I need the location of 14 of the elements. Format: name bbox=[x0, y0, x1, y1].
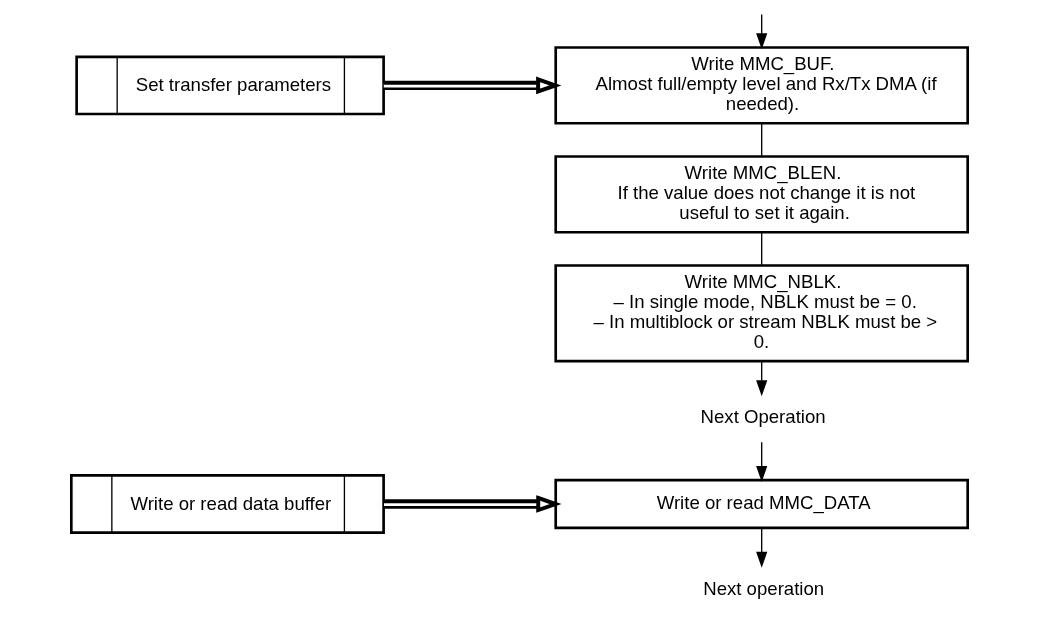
arrow bbox=[383, 76, 562, 95]
arrow bbox=[756, 360, 768, 397]
node-box: Write MMC_BLEN. If the value does not change it is not useful to set it again. bbox=[554, 155, 969, 234]
node-box: Write MMC_NBLK. – In single mode, NBLK must be = 0. – In multiblock or stream NBLK must be > 0. bbox=[554, 264, 969, 363]
node-box: Write or read MMC_DATA bbox=[554, 478, 969, 530]
arrow bbox=[756, 13, 768, 50]
node-text: Next Operation bbox=[700, 406, 826, 428]
node-box: Write MMC_BUF. Almost full/empty level and Rx/Tx DMA (if needed). bbox=[554, 46, 969, 125]
arrow bbox=[383, 495, 562, 513]
arrow bbox=[756, 527, 768, 568]
arrow bbox=[756, 441, 768, 483]
node-text: Next operation bbox=[703, 577, 825, 599]
connector bbox=[761, 231, 763, 266]
connector bbox=[761, 122, 763, 158]
